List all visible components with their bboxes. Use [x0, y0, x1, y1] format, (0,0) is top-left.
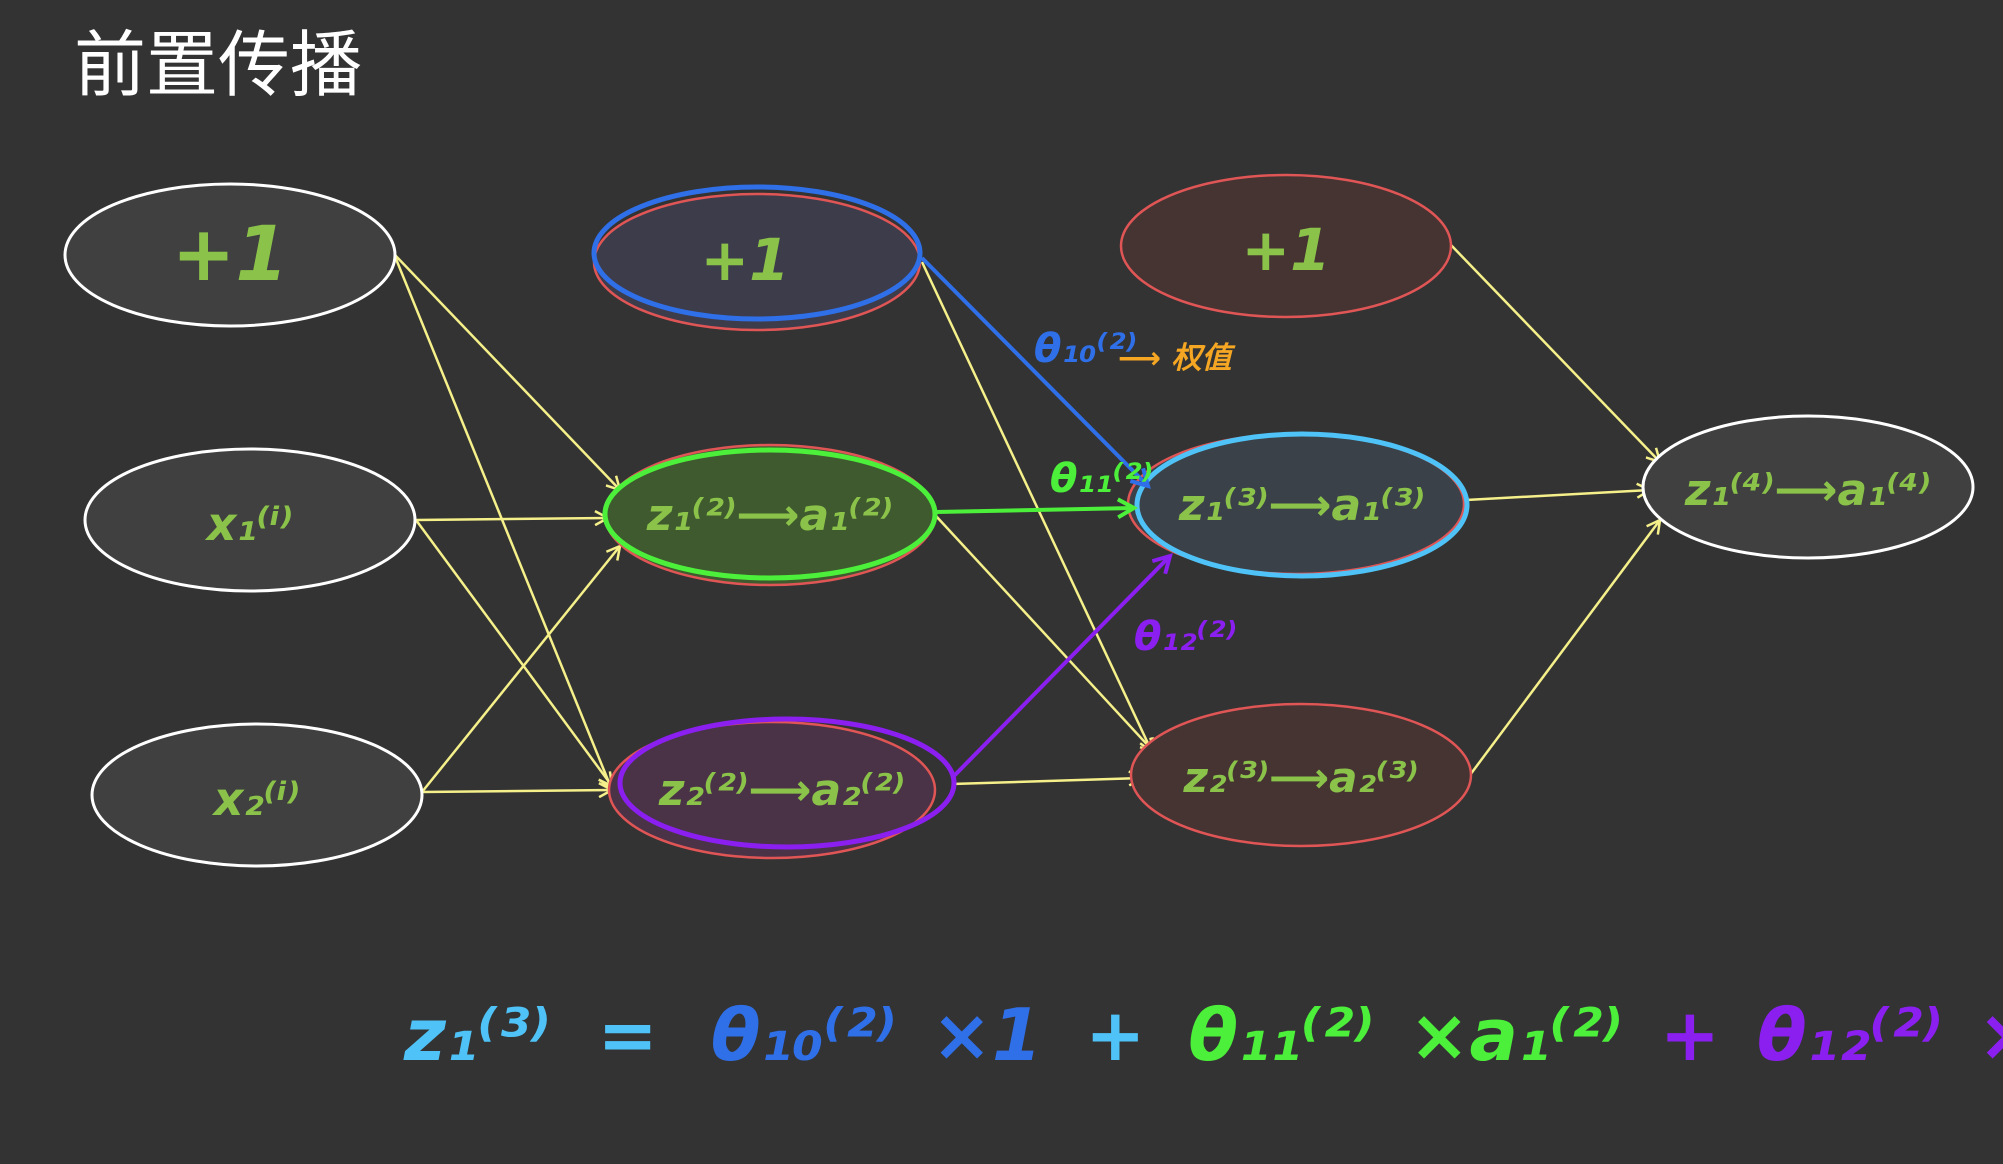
node-bias3-label: +1 — [1242, 216, 1331, 284]
formula: z₁⁽³⁾ = θ₁₀⁽²⁾ ×1 + θ₁₁⁽²⁾ ×a₁⁽²⁾ + θ₁₂⁽… — [403, 993, 2003, 1077]
weight-arrow-theta12 — [950, 556, 1170, 780]
node-h31: z₁⁽³⁾⟶a₁⁽³⁾ — [1126, 431, 1470, 579]
formula-theta10: θ₁₀⁽²⁾ — [711, 993, 897, 1077]
edge-bias3-out — [1449, 243, 1660, 462]
edge-bias1-h22 — [392, 253, 612, 790]
formula-times-a1: ×a₁⁽²⁾ — [1409, 993, 1622, 1077]
weight-label-theta10: θ₁₀⁽²⁾ — [1034, 326, 1137, 372]
edge-h32-out — [1468, 520, 1660, 776]
edge-x2-h22 — [421, 790, 612, 792]
edge-x1-h21 — [415, 518, 608, 520]
node-h21-label: z₁⁽²⁾⟶a₁⁽²⁾ — [646, 490, 893, 541]
node-h21: z₁⁽²⁾⟶a₁⁽²⁾ — [602, 443, 938, 587]
node-h31-label: z₁⁽³⁾⟶a₁⁽³⁾ — [1178, 480, 1425, 531]
node-bias2: +1 — [591, 184, 923, 332]
formula-theta12: θ₁₂⁽²⁾ — [1757, 993, 1943, 1077]
node-x1-label: x₁⁽ⁱ⁾ — [205, 497, 293, 551]
edge-h21-h32 — [935, 515, 1154, 752]
node-h22: z₂⁽²⁾⟶a₂⁽²⁾ — [607, 716, 957, 860]
node-bias1: +1 — [63, 182, 397, 328]
formula-times-one: ×1 — [932, 993, 1042, 1077]
weight-arrow-theta11 — [935, 508, 1134, 512]
edge-h31-out — [1465, 490, 1650, 502]
layer3-to-output-edges — [1449, 243, 1660, 776]
formula-equals: = — [598, 993, 658, 1077]
layer2-to-layer3-edges — [920, 261, 1154, 784]
formula-times-a2: ×a₂⁽²⁾ — [1978, 993, 2003, 1077]
edge-bias1-h21 — [393, 253, 620, 490]
node-x2-label: x₂⁽ⁱ⁾ — [212, 772, 300, 826]
node-bias2-label: +1 — [701, 226, 790, 294]
edge-x2-h21 — [421, 546, 620, 793]
page-title: 前置传播 — [74, 23, 362, 107]
formula-plus-1: + — [1085, 993, 1145, 1077]
node-h32: z₂⁽³⁾⟶a₂⁽³⁾ — [1129, 702, 1473, 848]
edge-bias2-h32 — [920, 261, 1152, 752]
weight-note: ⟶ 权值 — [1118, 341, 1236, 376]
formula-theta11: θ₁₁⁽²⁾ — [1189, 993, 1375, 1077]
formula-lhs: z₁⁽³⁾ — [403, 993, 550, 1077]
node-out: z₁⁽⁴⁾⟶a₁⁽⁴⁾ — [1641, 414, 1975, 560]
node-x1: x₁⁽ⁱ⁾ — [83, 447, 417, 593]
svg-text:z₁⁽³⁾ = θ₁₀⁽²⁾: z₁⁽³⁾ = θ₁₀⁽²⁾ ×1 + θ₁₁⁽²⁾ ×a₁⁽²⁾ + θ₁₂⁽… — [403, 993, 2003, 1077]
node-bias3: +1 — [1119, 173, 1453, 319]
node-h22-label: z₂⁽²⁾⟶a₂⁽²⁾ — [658, 765, 905, 816]
node-x2: x₂⁽ⁱ⁾ — [90, 722, 424, 868]
weight-label-theta12: θ₁₂⁽²⁾ — [1134, 614, 1237, 660]
weight-label-theta11: θ₁₁⁽²⁾ — [1050, 456, 1153, 502]
edge-h22-h32 — [951, 778, 1142, 784]
node-out-label: z₁⁽⁴⁾⟶a₁⁽⁴⁾ — [1684, 465, 1931, 516]
layer1-to-layer2-edges — [392, 253, 620, 793]
formula-plus-2: + — [1660, 993, 1720, 1077]
weight-arrow-theta10 — [920, 256, 1148, 486]
node-bias1-label: +1 — [172, 209, 289, 298]
edge-x1-h22 — [414, 519, 612, 786]
node-h32-label: z₂⁽³⁾⟶a₂⁽³⁾ — [1183, 753, 1419, 802]
